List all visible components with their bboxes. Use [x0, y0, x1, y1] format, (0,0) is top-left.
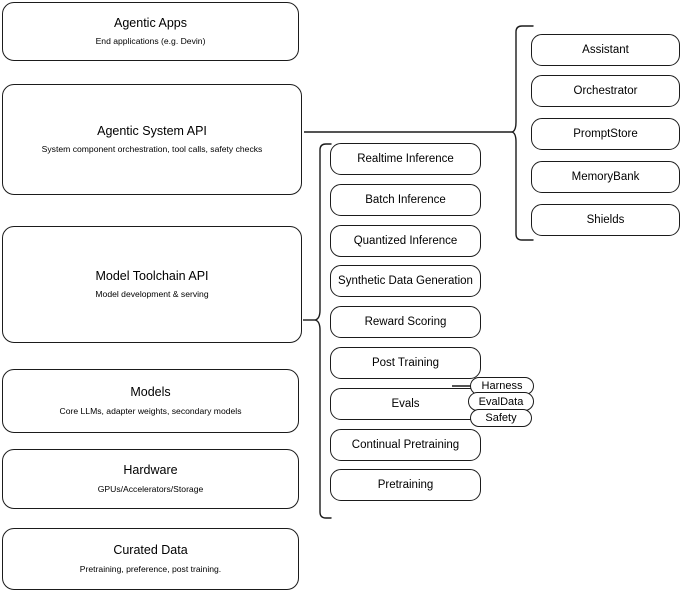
layer-title: Curated Data — [113, 543, 188, 558]
layer-title: Agentic Apps — [114, 15, 187, 30]
layer-models[interactable]: Models Core LLMs, adapter weights, secon… — [2, 369, 299, 433]
layer-subtitle: GPUs/Accelerators/Storage — [97, 483, 204, 494]
layer-subtitle: Pretraining, preference, post training. — [79, 563, 222, 574]
evals-subcomponent-evaldata[interactable]: EvalData — [468, 392, 534, 411]
component-realtime-inference[interactable]: Realtime Inference — [330, 143, 481, 175]
component-reward-scoring[interactable]: Reward Scoring — [330, 306, 481, 338]
pill-label: EvalData — [478, 395, 524, 408]
layer-agentic-system-api[interactable]: Agentic System API System component orch… — [2, 84, 302, 195]
layer-agentic-apps[interactable]: Agentic Apps End applications (e.g. Devi… — [2, 2, 299, 61]
layer-subtitle: Core LLMs, adapter weights, secondary mo… — [59, 405, 242, 416]
layer-title: Hardware — [123, 463, 178, 478]
evals-subcomponent-safety[interactable]: Safety — [470, 409, 532, 427]
layer-title: Models — [130, 385, 171, 400]
system-component-shields[interactable]: Shields — [531, 204, 680, 236]
component-label: Synthetic Data Generation — [338, 275, 473, 287]
component-continual-pretraining[interactable]: Continual Pretraining — [330, 429, 481, 461]
pill-label: Harness — [481, 380, 523, 392]
component-synthetic-data-generation[interactable]: Synthetic Data Generation — [330, 265, 481, 297]
component-label: MemoryBank — [571, 171, 640, 183]
layer-model-toolchain-api[interactable]: Model Toolchain API Model development & … — [2, 226, 302, 343]
component-batch-inference[interactable]: Batch Inference — [330, 184, 481, 216]
pill-label: Safety — [485, 412, 517, 424]
bracket-toolchain-components — [314, 143, 332, 519]
layer-subtitle: System component orchestration, tool cal… — [41, 144, 263, 155]
layer-title: Agentic System API — [97, 123, 207, 138]
component-label: Assistant — [582, 44, 629, 56]
component-label: Evals — [391, 398, 420, 410]
layer-subtitle: End applications (e.g. Devin) — [95, 36, 206, 47]
component-label: Post Training — [371, 357, 440, 369]
layer-title: Model Toolchain API — [95, 268, 209, 283]
system-component-promptstore[interactable]: PromptStore — [531, 118, 680, 150]
component-quantized-inference[interactable]: Quantized Inference — [330, 225, 481, 257]
component-post-training[interactable]: Post Training — [330, 347, 481, 379]
layer-subtitle: Model development & serving — [95, 289, 209, 300]
bracket-system-components — [511, 25, 534, 241]
component-label: Shields — [586, 214, 625, 226]
system-component-orchestrator[interactable]: Orchestrator — [531, 75, 680, 107]
component-label: Realtime Inference — [357, 153, 454, 165]
component-label: Batch Inference — [365, 194, 446, 206]
component-evals[interactable]: Evals — [330, 388, 481, 420]
component-label: PromptStore — [573, 128, 638, 140]
component-label: Pretraining — [377, 479, 434, 491]
layer-curated-data[interactable]: Curated Data Pretraining, preference, po… — [2, 528, 299, 590]
component-label: Reward Scoring — [364, 316, 447, 328]
system-component-assistant[interactable]: Assistant — [531, 34, 680, 66]
component-pretraining[interactable]: Pretraining — [330, 469, 481, 501]
component-label: Quantized Inference — [353, 235, 458, 247]
system-component-memorybank[interactable]: MemoryBank — [531, 161, 680, 193]
component-label: Continual Pretraining — [351, 439, 460, 451]
component-label: Orchestrator — [573, 85, 638, 97]
layer-hardware[interactable]: Hardware GPUs/Accelerators/Storage — [2, 449, 299, 509]
